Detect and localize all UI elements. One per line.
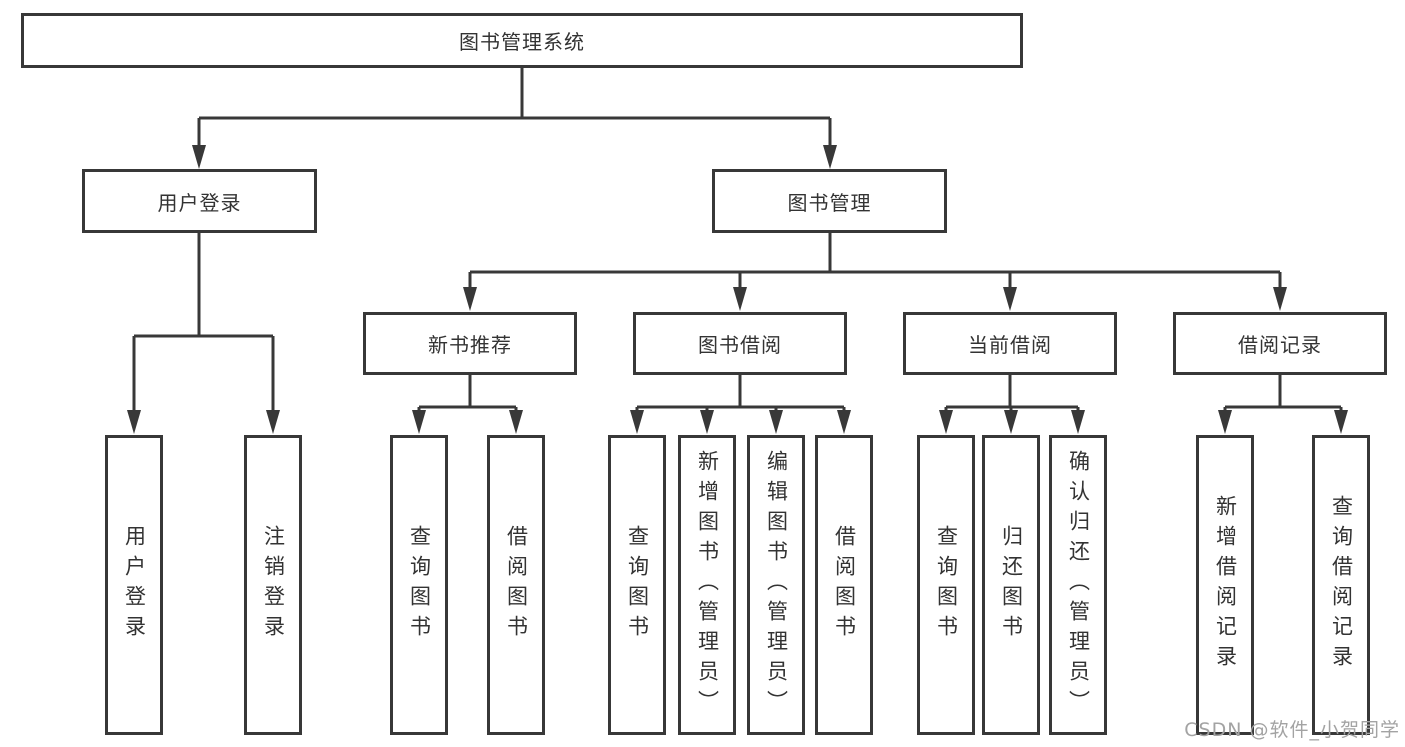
leaf-borrowing-edit-books-admin: 编辑图书（管理员）: [747, 435, 805, 735]
arrowhead-icon: [463, 287, 477, 311]
arrowhead-icon: [192, 145, 206, 169]
node-current-borrowing: 当前借阅: [903, 312, 1117, 375]
arrowhead-icon: [733, 287, 747, 311]
node-borrowing-records: 借阅记录: [1173, 312, 1387, 375]
arrowhead-icon: [1334, 410, 1348, 434]
arrowhead-icon: [823, 145, 837, 169]
leaf-borrowing-query-books: 查询图书: [608, 435, 666, 735]
arrowhead-icon: [509, 410, 523, 434]
leaf-current-query-books: 查询图书: [917, 435, 975, 735]
leaf-current-return-books: 归还图书: [982, 435, 1040, 735]
arrowhead-icon: [700, 410, 714, 434]
arrowhead-icon: [939, 410, 953, 434]
node-book-management: 图书管理: [712, 169, 947, 233]
arrowhead-icon: [1071, 410, 1085, 434]
leaf-borrowing-borrow-books: 借阅图书: [815, 435, 873, 735]
arrowhead-icon: [1004, 410, 1018, 434]
arrowhead-icon: [266, 410, 280, 434]
leaf-newbook-borrow-books: 借阅图书: [487, 435, 545, 735]
arrowhead-icon: [127, 410, 141, 434]
node-user-login: 用户登录: [82, 169, 317, 233]
leaf-records-add-record: 新增借阅记录: [1196, 435, 1254, 735]
leaf-records-query-record: 查询借阅记录: [1312, 435, 1370, 735]
arrowhead-icon: [837, 410, 851, 434]
leaf-logout: 注销登录: [244, 435, 302, 735]
leaf-current-confirm-return-admin: 确认归还（管理员）: [1049, 435, 1107, 735]
node-book-borrowing: 图书借阅: [633, 312, 847, 375]
leaf-newbook-query-books: 查询图书: [390, 435, 448, 735]
node-new-book-recommend: 新书推荐: [363, 312, 577, 375]
node-library-system: 图书管理系统: [21, 13, 1023, 68]
arrowhead-icon: [1273, 287, 1287, 311]
arrowhead-icon: [769, 410, 783, 434]
csdn-watermark: CSDN @软件_小贺同学: [1184, 719, 1400, 741]
leaf-user-login: 用户登录: [105, 435, 163, 735]
arrowhead-icon: [412, 410, 426, 434]
arrowhead-icon: [630, 410, 644, 434]
arrowhead-icon: [1003, 287, 1017, 311]
leaf-borrowing-add-books-admin: 新增图书（管理员）: [678, 435, 736, 735]
arrowhead-icon: [1218, 410, 1232, 434]
